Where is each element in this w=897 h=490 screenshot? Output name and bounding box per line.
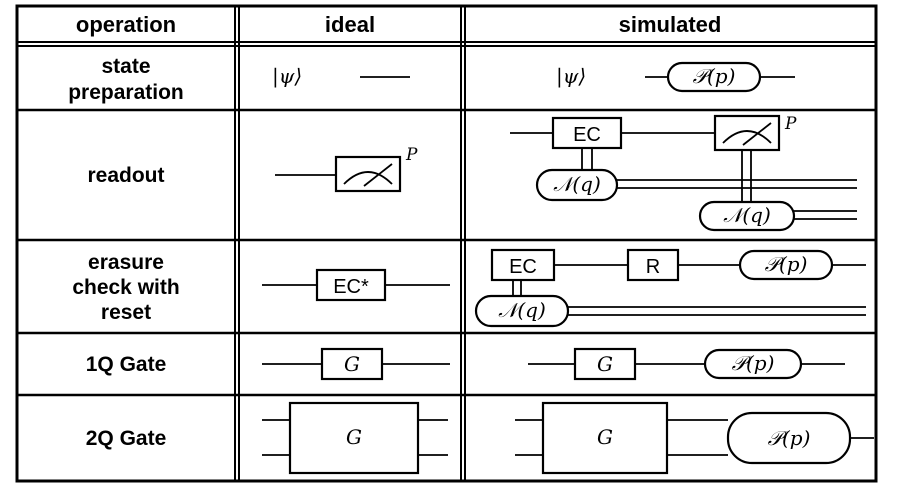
gate-label: G: [597, 352, 613, 376]
simulated-erasure-circuit: EC R 𝒫(p) 𝒩(q): [474, 248, 866, 328]
ideal-2q-gate-circuit: G: [262, 401, 448, 475]
ket-psi-simulated: |ψ⟩: [556, 64, 586, 89]
noise-q-label: 𝒩(q): [553, 172, 601, 196]
outcome-label: P: [405, 145, 418, 165]
row-label-erasure-line3: reset: [101, 301, 151, 324]
noise-p-label: 𝒫(p): [732, 351, 775, 375]
ec-label: EC: [509, 256, 537, 278]
gate-box: [320, 347, 384, 381]
two-qubit-gate-box: [288, 401, 420, 475]
header-simulated: simulated: [619, 12, 722, 37]
meter-arc-icon: [343, 171, 393, 185]
noise-p-label: 𝒫(p): [768, 426, 811, 450]
noise-channel-q: [698, 200, 796, 232]
row-label-erasure-line1: erasure: [88, 251, 164, 274]
row-label-2q-gate: 2Q Gate: [86, 427, 167, 450]
ideal-readout-circuit: P: [275, 145, 418, 193]
reset-box: [626, 248, 680, 282]
ec-star-label: EC*: [333, 276, 369, 298]
meter-needle-icon: [363, 163, 393, 187]
simulated-state-prep-circuit: |ψ⟩ 𝒫(p): [556, 61, 795, 93]
row-label-1q-gate: 1Q Gate: [86, 353, 167, 376]
reset-label: R: [646, 256, 660, 278]
row-label-readout: readout: [87, 164, 164, 187]
table-grid: [15, 4, 878, 483]
noise-p-label: 𝒫(p): [765, 252, 808, 276]
outcome-label: P: [784, 114, 797, 134]
ec-box: [490, 248, 556, 282]
noise-q-label: 𝒩(q): [498, 298, 546, 322]
noise-channel-q: [535, 168, 619, 202]
noise-p-label: 𝒫(p): [693, 64, 736, 88]
gate-label: G: [346, 425, 362, 449]
simulated-readout-circuit: EC P 𝒩(q) 𝒩(q): [510, 114, 857, 232]
table-border: [15, 4, 878, 483]
two-qubit-gate-box: [541, 401, 669, 475]
noise-channel-q: [474, 294, 570, 328]
noise-q-label: 𝒩(q): [723, 203, 771, 227]
row-label-state-line2: preparation: [68, 81, 184, 104]
measurement-meter: [334, 155, 402, 193]
measurement-meter: [713, 114, 781, 152]
ec-star-box: [315, 268, 387, 302]
gate-label: G: [344, 352, 360, 376]
gate-box: [573, 347, 637, 381]
ideal-state-prep-circuit: |ψ⟩: [272, 64, 410, 89]
header-operation: operation: [76, 12, 176, 37]
row-label-state-line1: state: [101, 55, 150, 78]
ideal-1q-gate-circuit: G: [262, 347, 450, 381]
ket-psi-ideal: |ψ⟩: [272, 64, 302, 89]
ec-label: EC: [573, 124, 601, 146]
header-ideal: ideal: [325, 12, 375, 37]
ideal-erasure-circuit: EC*: [262, 268, 450, 302]
simulated-1q-gate-circuit: G 𝒫(p): [528, 347, 845, 381]
row-label-erasure-line2: check with: [72, 276, 179, 299]
meter-needle-icon: [742, 122, 772, 146]
meter-arc-icon: [722, 130, 772, 144]
gate-label: G: [597, 425, 613, 449]
simulated-2q-gate-circuit: G 𝒫(p): [515, 401, 874, 475]
